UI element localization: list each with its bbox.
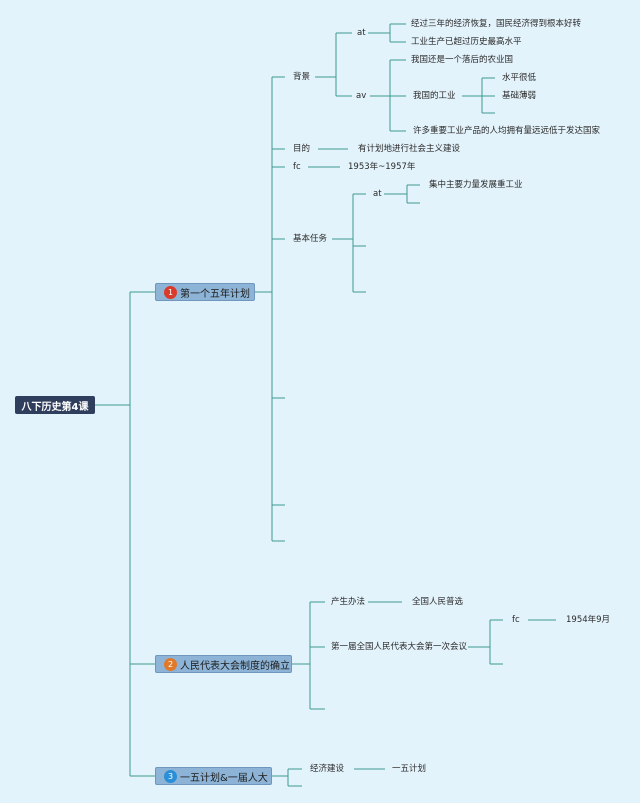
leaf-item[interactable]: 有计划地进行社会主义建设: [358, 144, 461, 154]
branch-node-summary[interactable]: 3 一五计划&一届人大: [155, 767, 272, 785]
branch-title: 一五计划&一届人大: [180, 772, 268, 784]
leaf-item[interactable]: 水平很低: [502, 73, 537, 83]
number-badge-2: 2: [164, 657, 177, 671]
branch-title: 人民代表大会制度的确立: [180, 660, 290, 672]
branch-title: 第一个五年计划: [180, 288, 250, 300]
topic-basic-task[interactable]: 基本任务: [293, 234, 328, 244]
tag-at-background[interactable]: at: [357, 28, 366, 38]
branch-node-first-five-year-plan[interactable]: 1 第一个五年计划: [155, 283, 255, 301]
leaf-item[interactable]: 许多重要工业产品的人均拥有量远远低于发达国家: [413, 126, 601, 136]
topic-purpose[interactable]: 目的: [293, 144, 311, 154]
topic-background[interactable]: 背景: [293, 72, 311, 82]
leaf-item[interactable]: 基础薄弱: [502, 91, 537, 101]
leaf-item[interactable]: 我国还是一个落后的农业国: [411, 55, 514, 65]
tag-at-task[interactable]: at: [373, 189, 382, 199]
tag-fc-meeting[interactable]: fc: [512, 615, 520, 625]
leaf-item[interactable]: 全国人民普选: [412, 597, 464, 607]
topic-industry[interactable]: 我国的工业: [413, 91, 456, 101]
leaf-item[interactable]: 一五计划: [392, 764, 427, 774]
leaf-item[interactable]: 1954年9月: [566, 615, 611, 625]
leaf-item[interactable]: 经过三年的经济恢复，国民经济得到根本好转: [411, 19, 582, 29]
root-node[interactable]: 八下历史第4课: [15, 396, 95, 414]
branch-node-npc-system[interactable]: 2 人民代表大会制度的确立: [155, 655, 292, 673]
leaf-item[interactable]: 1953年~1957年: [348, 162, 416, 172]
topic-first-npc-meeting[interactable]: 第一届全国人民代表大会第一次会议: [331, 642, 468, 652]
number-badge-1: 1: [164, 285, 177, 299]
leaf-item[interactable]: 集中主要力量发展重工业: [429, 180, 523, 190]
topic-economic-construction[interactable]: 经济建设: [310, 764, 345, 774]
topic-fc[interactable]: fc: [293, 162, 301, 172]
number-badge-3: 3: [164, 769, 177, 783]
topic-method[interactable]: 产生办法: [331, 597, 366, 607]
leaf-item[interactable]: 工业生产已超过历史最高水平: [411, 37, 522, 47]
tag-av-background[interactable]: av: [356, 91, 367, 101]
